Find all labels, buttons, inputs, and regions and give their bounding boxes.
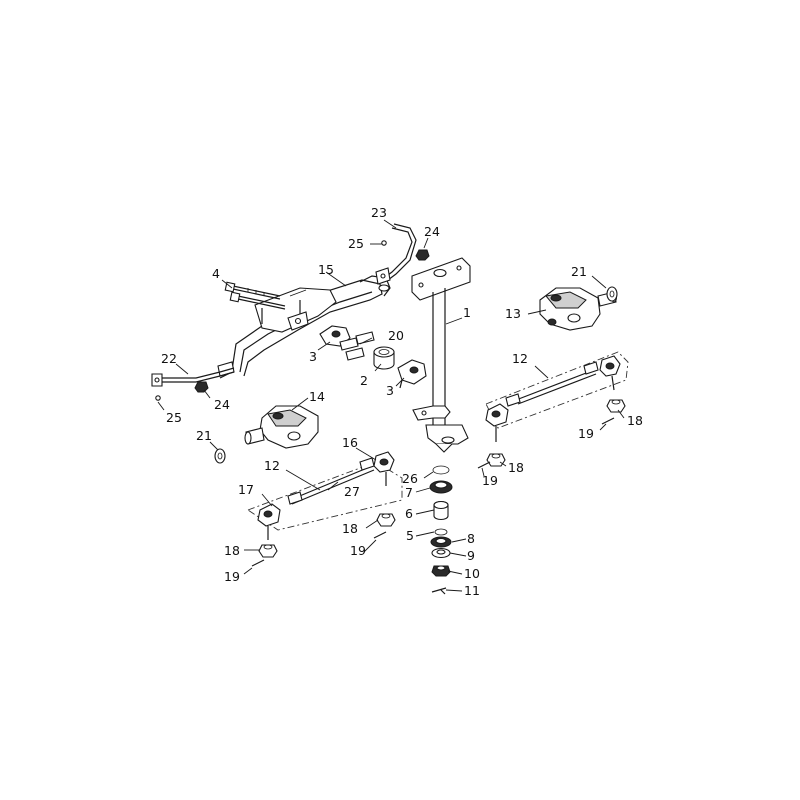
ball-joint-right-outer [485,403,509,442]
callout-16: 16 [342,435,358,450]
callout-19: 19 [350,543,366,558]
washer-right [606,286,618,302]
callout-20: 20 [388,328,404,343]
clip-pin-lower [155,395,161,401]
ball-joint-right-inner [599,355,621,391]
callout-4: 4 [212,266,220,281]
callout-18: 18 [342,521,358,536]
cotter-pin-left-outer [251,559,265,567]
column-bearing-stack [429,465,453,595]
callout-24: 24 [424,224,440,239]
callout-7: 7 [405,485,413,500]
nut-right-outer [486,453,506,467]
callout-21: 21 [196,428,212,443]
callout-3: 3 [309,349,317,364]
ball-joint-left-outer [257,503,281,540]
callout-21: 21 [571,264,587,279]
callout-14: 14 [309,389,325,404]
callout-17: 17 [238,482,254,497]
callout-27: 27 [344,484,360,499]
cotter-pin-right-inner [601,417,615,425]
callout-25: 25 [166,410,182,425]
callout-1: 1 [463,305,471,320]
cotter-pin-right-outer [477,461,491,469]
drag-link [151,367,235,387]
callout-12: 12 [264,458,280,473]
callout-23: 23 [371,205,387,220]
nut-right-inner [606,399,626,413]
callout-19: 19 [482,473,498,488]
callout-8: 8 [467,531,475,546]
callout-19: 19 [578,426,594,441]
tie-rod-right [505,361,599,407]
callout-19: 19 [224,569,240,584]
callout-18: 18 [627,413,643,428]
callout-5: 5 [406,528,414,543]
callout-25: 25 [348,236,364,251]
ball-joint-left-inner [373,451,395,486]
callout-2: 2 [360,373,368,388]
washer-left [214,448,226,464]
clip-pin-upper [381,240,387,246]
callouts: 1 2 3 3 4 5 6 7 8 9 10 11 12 12 13 14 15… [161,205,643,598]
axle-frame [217,275,391,379]
callout-11: 11 [464,583,480,598]
nut-left-outer [258,544,278,558]
knuckle-right [539,287,618,331]
callout-24: 24 [214,397,230,412]
callout-13: 13 [505,306,521,321]
bracket-clip-lower [397,359,427,389]
callout-26: 26 [402,471,418,486]
callout-3: 3 [386,383,394,398]
cotter-pin-left-inner [373,531,387,539]
callout-18: 18 [508,460,524,475]
tie-rod-left [287,457,375,505]
small-nut-upper [415,249,430,261]
nut-left-inner [376,513,396,527]
callout-12: 12 [512,351,528,366]
shift-rod [375,223,417,285]
knuckle-left [244,405,319,449]
callout-18: 18 [224,543,240,558]
callout-22: 22 [161,351,177,366]
callout-10: 10 [464,566,480,581]
callout-9: 9 [467,548,475,563]
callout-15: 15 [318,262,334,277]
callout-6: 6 [405,506,413,521]
long-bolts [224,281,286,310]
bushing [373,346,395,370]
leader-lines [157,219,625,592]
steering-shaft [411,257,471,453]
small-nut-lower [194,381,209,393]
pins [339,331,375,361]
